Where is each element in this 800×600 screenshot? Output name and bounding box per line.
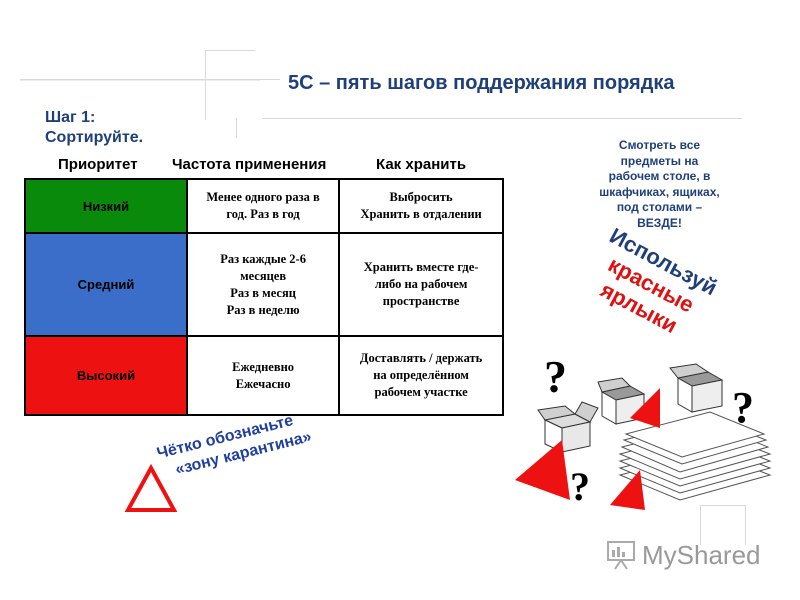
presentation-board-icon — [607, 541, 635, 570]
cell-line: Доставлять / держать — [359, 351, 483, 366]
red-tags-label: Используй красные ярлыки — [558, 211, 745, 360]
note-line: ВЕЗДЕ! — [637, 215, 682, 230]
decor-line — [700, 505, 745, 506]
cell-line: рабочем участке — [374, 385, 468, 400]
cell-line: месяцев — [240, 268, 287, 283]
note-line: Смотреть все — [618, 138, 701, 152]
cell-line: на определённом — [373, 368, 469, 383]
decor-line — [745, 505, 746, 545]
cell-line: Ежедневно — [232, 359, 295, 374]
warning-triangle-icon — [630, 388, 660, 428]
storage-cell: Хранить вместе где- либо на рабочем прос… — [338, 232, 504, 338]
column-header-frequency: Частота применения — [172, 156, 327, 173]
warning-triangle-icon — [124, 464, 178, 512]
cell-line: Хранить вместе где- — [363, 260, 479, 275]
decor-line — [262, 118, 742, 119]
paper-stack-icon — [618, 411, 772, 501]
column-header-storage: Как хранить — [376, 156, 467, 173]
cell-line: Раз в неделю — [226, 302, 300, 317]
note-line: шкафчиках, ящиках, — [599, 184, 720, 199]
frequency-cell: Ежедневно Ежечасно — [185, 335, 341, 416]
note-line: рабочем столе, в — [608, 169, 711, 183]
warning-triangle-icon — [515, 440, 570, 500]
brand-watermark: MyShared — [642, 540, 761, 570]
cell-line: Раз каждые 2-6 — [220, 251, 306, 266]
decor-line — [20, 80, 260, 81]
decor-line — [20, 79, 280, 80]
step-label: Шаг 1: Сортируйте. — [45, 108, 143, 148]
decor-line — [205, 50, 255, 51]
inspection-note: Смотреть все предметы на рабочем столе, … — [592, 138, 727, 231]
cell-line: Менее одного раза в — [206, 190, 320, 205]
box-icon — [537, 401, 599, 453]
table-row: Средний Раз каждые 2-6 месяцев Раз в мес… — [24, 232, 504, 338]
frequency-cell: Раз каждые 2-6 месяцев Раз в месяц Раз в… — [185, 232, 341, 338]
frequency-cell: Менее одного раза в год. Раз в год — [185, 177, 341, 235]
sorting-table: Низкий Менее одного раза в год. Раз в го… — [24, 177, 504, 416]
quarantine-zone-label: Чётко обозначьте «зону карантина» — [155, 408, 314, 484]
priority-cell-medium: Средний — [24, 232, 188, 338]
decor-line — [236, 118, 237, 138]
cell-line: год. Раз в год — [226, 207, 300, 222]
priority-cell-high: Высокий — [24, 335, 188, 416]
question-mark-icon: ? — [732, 383, 754, 432]
cell-line: Хранить в отдалении — [360, 207, 482, 222]
note-line: под столами – — [616, 200, 703, 214]
storage-cell: Выбросить Хранить в отдалении — [338, 177, 504, 235]
step-action: Сортируйте. — [45, 129, 144, 146]
cell-line: Раз в месяц — [230, 285, 296, 300]
table-row: Низкий Менее одного раза в год. Раз в го… — [24, 177, 504, 235]
warning-triangle-icon — [610, 470, 645, 510]
question-mark-icon: ? — [570, 464, 590, 509]
slide-title: 5С – пять шагов поддержания порядка — [288, 72, 675, 94]
question-mark-icon: ? — [544, 351, 567, 402]
box-icon — [597, 377, 646, 425]
decor-line — [700, 505, 701, 545]
step-number: Шаг 1: — [45, 109, 96, 126]
table-row: Высокий Ежедневно Ежечасно Доставлять / … — [24, 335, 504, 416]
cell-line: либо на рабочем — [374, 277, 468, 292]
clutter-illustration: ? ? ? — [515, 351, 772, 510]
cell-line: Ежечасно — [235, 376, 291, 391]
column-header-priority: Приоритет — [58, 156, 138, 173]
decor-line — [205, 50, 206, 120]
cell-line: Выбросить — [389, 190, 453, 205]
priority-cell-low: Низкий — [24, 177, 188, 235]
storage-cell: Доставлять / держать на определённом раб… — [338, 335, 504, 416]
cell-line: пространстве — [382, 294, 460, 309]
box-icon — [669, 363, 724, 413]
note-line: предметы на — [620, 153, 699, 168]
